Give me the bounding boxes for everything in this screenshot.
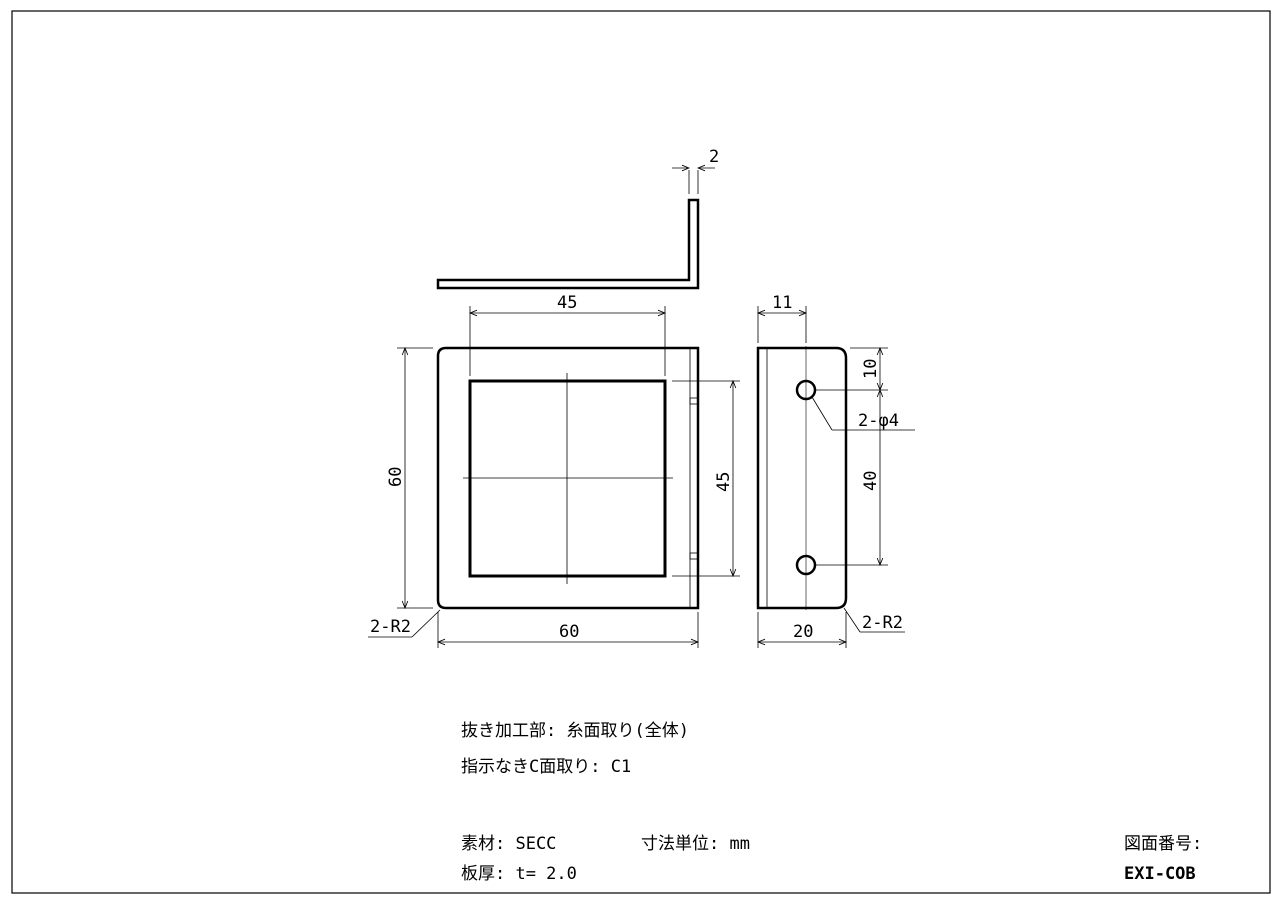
material-label: 素材: SECC: [461, 834, 557, 854]
unit-label: 寸法単位: mm: [641, 834, 750, 854]
dim-outer-width: 60: [559, 622, 579, 642]
dim-hole-top-offset: 10: [861, 359, 881, 379]
drawing-frame: [11, 10, 1271, 894]
thickness-label: 板厚: t= 2.0: [461, 864, 577, 884]
note-chamfer: 指示なきC面取り: C1: [461, 757, 632, 777]
dim-hole-pitch: 40: [861, 471, 881, 491]
dim-inner-height: 45: [714, 472, 734, 492]
note-cut-process: 抜き加工部: 糸面取り(全体): [461, 721, 689, 741]
dim-hole-spec: 2-φ4: [858, 411, 899, 431]
drawing-number: EXI-COB: [1124, 864, 1196, 884]
dim-side-width: 20: [793, 622, 813, 642]
front-view: 45 60 45 60 2-R2: [368, 293, 740, 648]
dim-thickness: 2: [709, 147, 719, 167]
window-cutout: [468, 379, 667, 578]
dim-corner-radius-left: 2-R2: [370, 617, 411, 637]
dim-corner-radius-right: 2-R2: [862, 613, 903, 633]
bracket-profile-view: 2: [436, 147, 719, 290]
dim-outer-height: 60: [386, 467, 406, 487]
dim-inner-width: 45: [557, 293, 577, 313]
mounting-hole-top: [795, 379, 817, 401]
mounting-hole-bottom: [795, 554, 817, 576]
side-view: 11 10 40 2-φ4 20 2-R2: [756, 293, 915, 648]
drawing-number-label: 図面番号:: [1124, 834, 1203, 854]
dim-hole-offset: 11: [772, 293, 792, 313]
